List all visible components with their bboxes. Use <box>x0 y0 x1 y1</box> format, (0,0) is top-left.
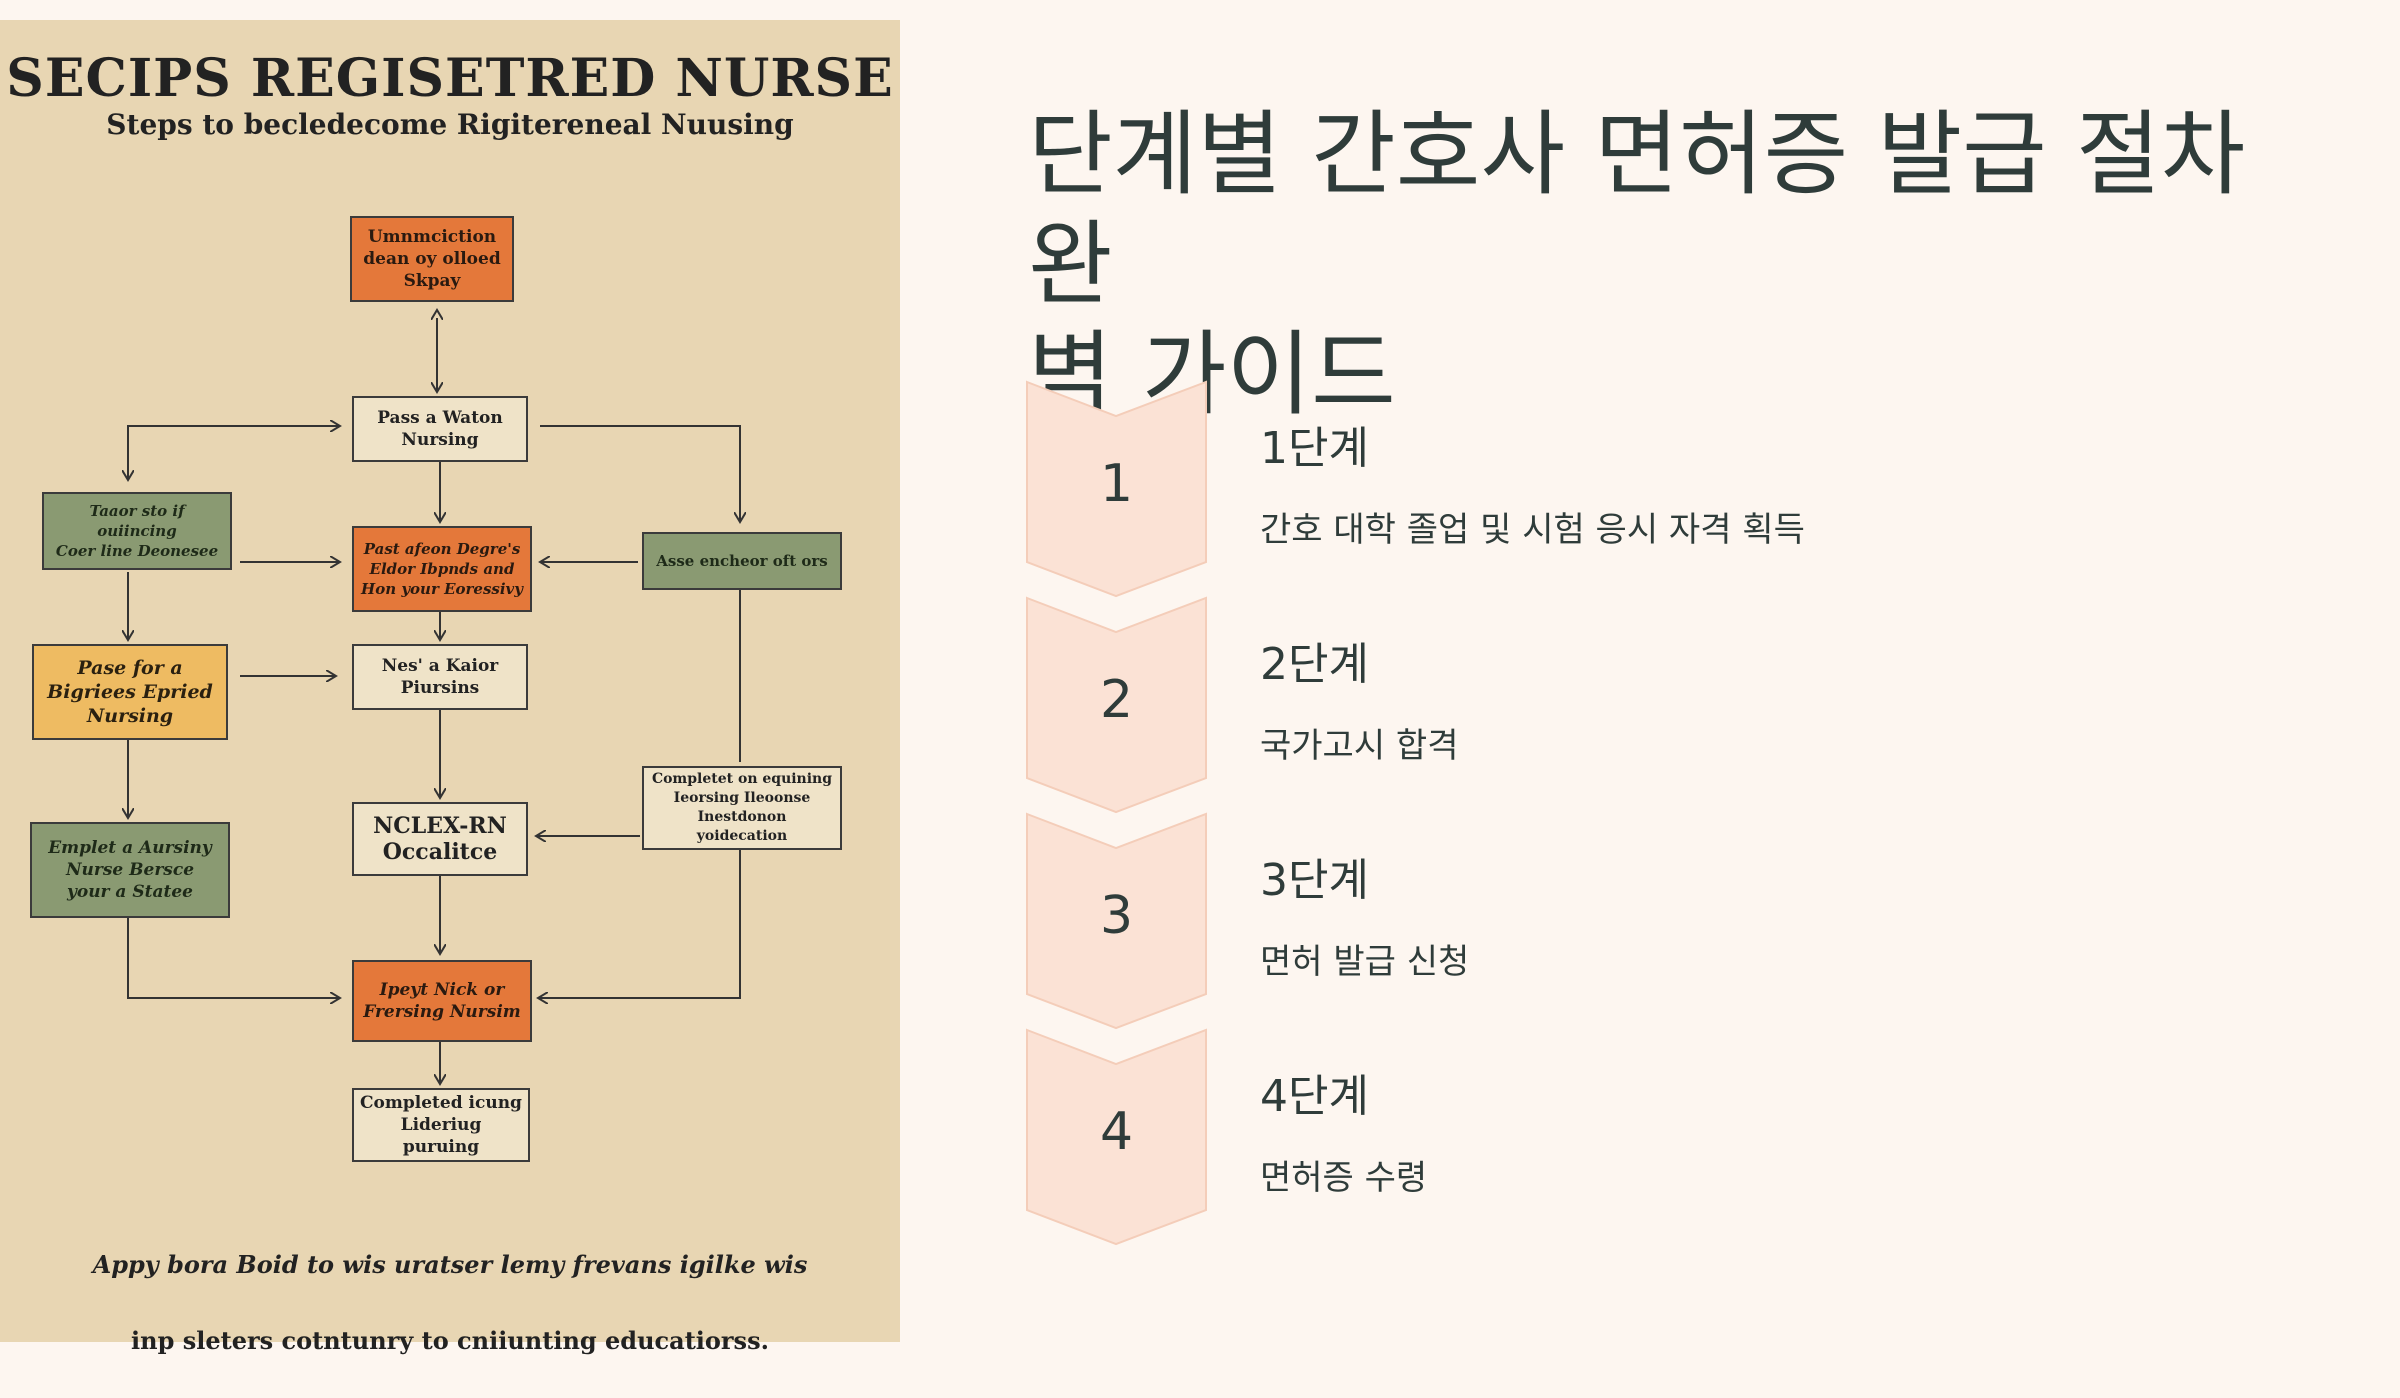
page-title-line2: 벽 가이드 <box>1028 321 1396 428</box>
flow-box-completet: Completet on equining Ieorsing Ileoonse … <box>642 766 842 850</box>
flow-box-completed: Completed icung Lideriug puruing <box>352 1088 530 1162</box>
step-1-chevron: 1 <box>1025 380 1208 598</box>
flow-box-empl-green: Emplet a Aursiny Nurse Bersce your a Sta… <box>30 822 230 918</box>
poster-footer-line1: Appy bora Boid to wis uratser lemy freva… <box>92 1250 808 1279</box>
step-1-description: 간호 대학 졸업 및 시험 응시 자격 획득 <box>1260 510 1805 550</box>
flow-box-center-orange: Past afeon Degre's Eldor Ibpnds and Hon … <box>352 526 532 612</box>
poster-footer: Appy bora Boid to wis uratser lemy freva… <box>0 1208 900 1398</box>
step-3-title: 3단계 <box>1260 855 1369 906</box>
step-1-number: 1 <box>1099 454 1134 514</box>
poster-footer-line2: inp sleters cotntunry to cniiunting educ… <box>131 1326 769 1355</box>
poster-subtitle: Steps to becledecome Rigitereneal Nuusin… <box>106 108 794 141</box>
flowchart-poster-image: SECIPS REGISETRED NURSE Steps to beclede… <box>0 20 900 1355</box>
step-3-chevron: 3 <box>1025 812 1208 1030</box>
step-4-description: 면허증 수령 <box>1260 1158 1428 1198</box>
flow-box-top: Umnmciction dean oy olloed Skpay <box>350 216 514 302</box>
flow-box-yellow: Pase for a Bigriees Epried Nursing <box>32 644 228 740</box>
chevron-icon <box>1026 812 1207 1030</box>
chevron-icon <box>1026 380 1207 598</box>
page-title: 단계별 간호사 면허증 발급 절차 완 벽 가이드 <box>1028 100 2358 430</box>
flow-box-ipeyt: Ipeyt Nick or Frersing Nursim <box>352 960 532 1042</box>
flow-box-nclex: NCLEX-RN Occalitce <box>352 802 528 876</box>
step-2-description: 국가고시 합격 <box>1260 726 1459 766</box>
flowchart-arrows <box>0 20 900 1342</box>
step-3-number: 3 <box>1099 886 1134 946</box>
step-4-chevron: 4 <box>1025 1028 1208 1246</box>
flow-box-right-green: Asse encheor oft ors <box>642 532 842 590</box>
flow-box-pass-waton: Pass a Waton Nursing <box>352 396 528 462</box>
step-4-title: 4단계 <box>1260 1071 1369 1122</box>
chevron-icon <box>1026 1028 1207 1246</box>
step-2-number: 2 <box>1099 670 1134 730</box>
poster-title: SECIPS REGISETRED NURSE <box>6 48 894 109</box>
flow-box-nes-kaior: Nes' a Kaior Piursins <box>352 644 528 710</box>
step-3-description: 면허 발급 신청 <box>1260 942 1470 982</box>
flow-box-left-green: Taaor sto if ouiincing Coer line Deonese… <box>42 492 232 570</box>
page-title-line1: 단계별 간호사 면허증 발급 절차 완 <box>1028 101 2246 318</box>
step-2-title: 2단계 <box>1260 639 1369 690</box>
step-4-number: 4 <box>1099 1102 1134 1162</box>
step-2-chevron: 2 <box>1025 596 1208 814</box>
chevron-icon <box>1026 596 1207 814</box>
step-1-title: 1단계 <box>1260 423 1369 474</box>
